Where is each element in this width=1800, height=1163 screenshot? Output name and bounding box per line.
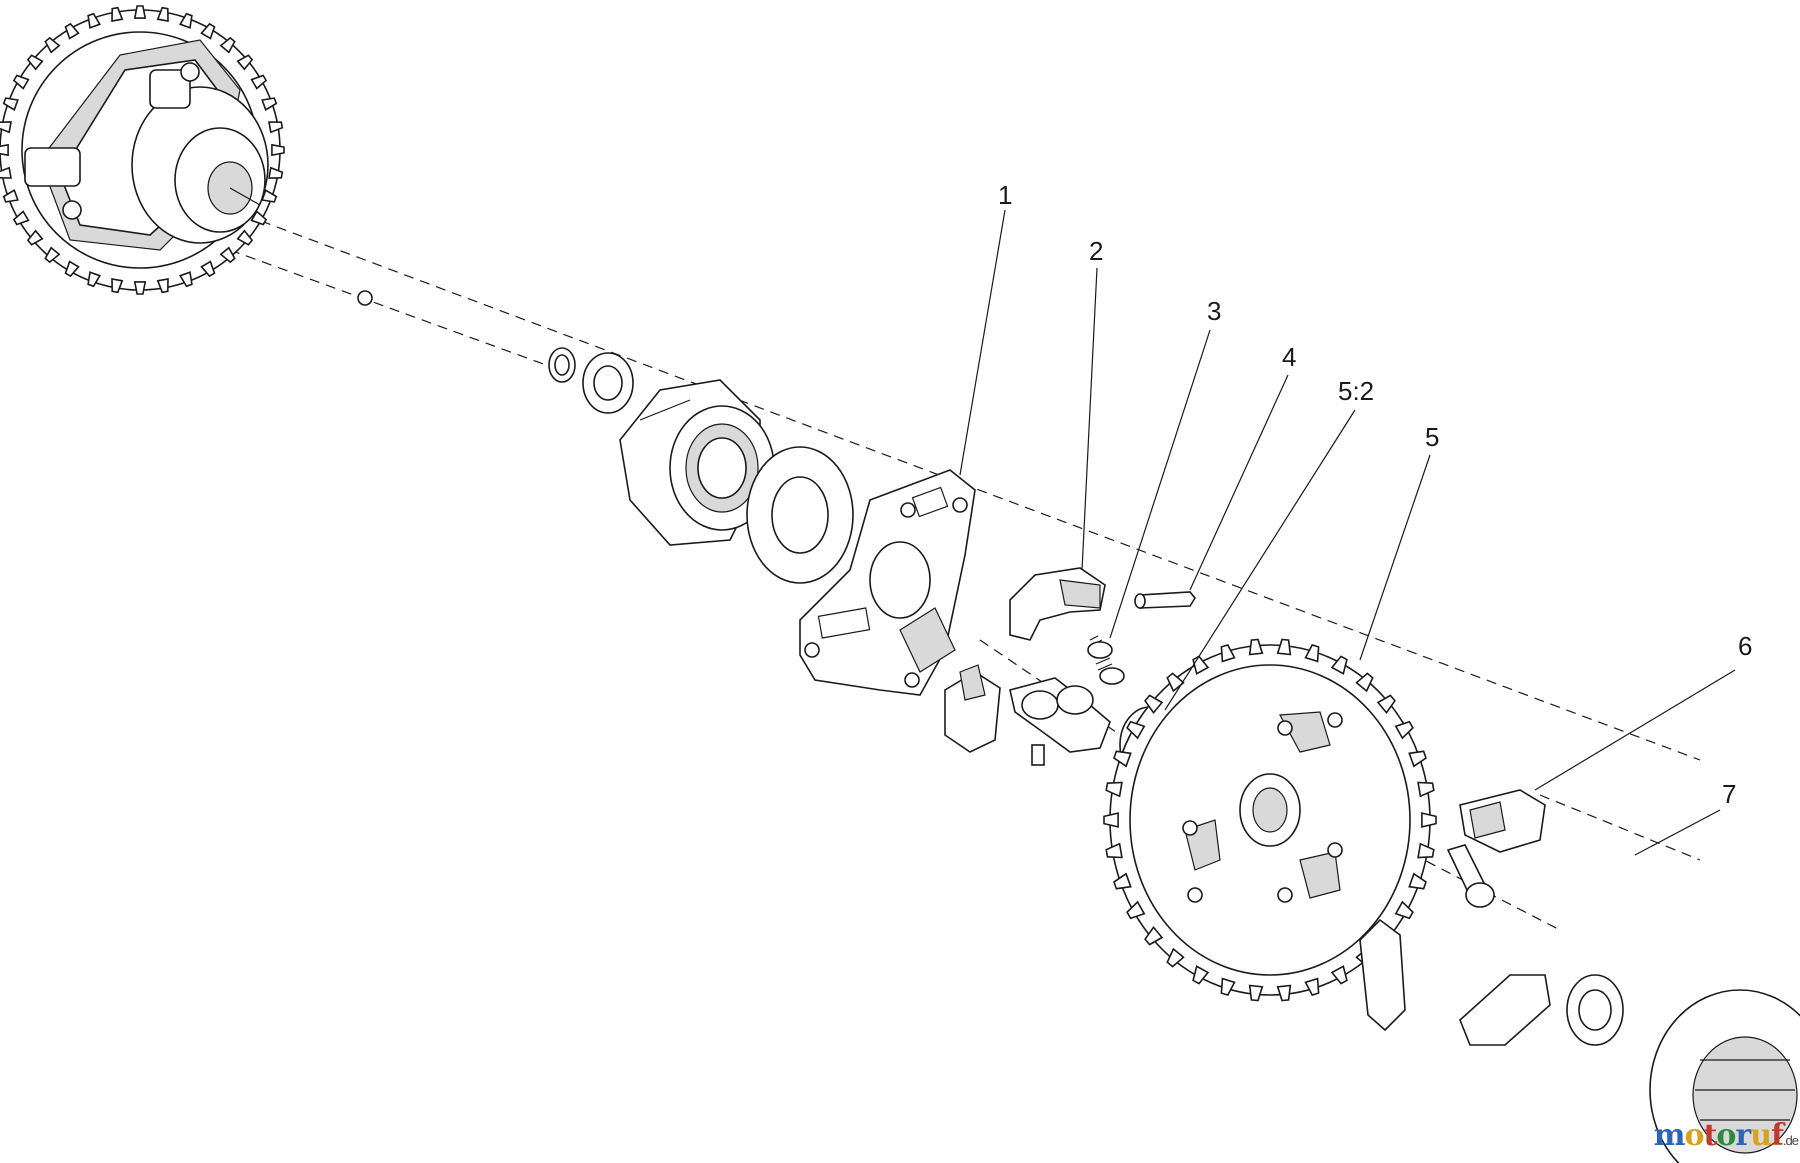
sprocket-tooth xyxy=(1355,672,1374,693)
watermark-logo: motoruf.de xyxy=(1653,1118,1799,1153)
sprocket-tooth xyxy=(268,166,284,179)
sprocket-tooth xyxy=(200,260,216,278)
callout-2: 2 xyxy=(1089,236,1103,266)
sprocket-tooth xyxy=(2,97,19,111)
sprocket-tooth xyxy=(1144,694,1164,715)
sprocket-tooth xyxy=(1330,655,1348,675)
sprocket-tooth xyxy=(44,246,61,264)
sprocket-tooth xyxy=(236,54,254,71)
sprocket-tooth xyxy=(1408,872,1427,890)
sprocket-tooth xyxy=(156,278,169,294)
sprocket-tooth xyxy=(1276,638,1292,656)
pin xyxy=(1134,591,1196,609)
sprocket-tooth xyxy=(1248,638,1264,656)
washer-small xyxy=(548,347,576,383)
callout-5: 5 xyxy=(1425,422,1439,452)
callout-5-2: 5:2 xyxy=(1338,376,1374,406)
sprocket-tooth xyxy=(1330,965,1348,985)
sprocket-tooth xyxy=(1144,925,1164,946)
sprocket-tooth xyxy=(0,121,12,134)
sprocket-tooth xyxy=(111,278,124,294)
callout-1: 1 xyxy=(998,180,1012,210)
sprocket-tooth xyxy=(268,121,284,134)
sprocket-tooth xyxy=(0,166,12,179)
callout-6: 6 xyxy=(1738,631,1752,661)
sprocket-tooth xyxy=(236,229,254,246)
sprocket-tooth xyxy=(1126,900,1146,920)
sprocket-tooth xyxy=(1105,842,1123,859)
segment-block-left xyxy=(1359,918,1406,1032)
sprocket-tooth xyxy=(1276,984,1292,1002)
sprocket-tooth xyxy=(1417,781,1435,798)
sprocket-tooth xyxy=(156,6,169,22)
sprocket-tooth xyxy=(0,143,9,157)
watermark-brand: motoruf xyxy=(1653,1118,1784,1153)
sprocket-tooth xyxy=(87,271,101,288)
sprocket-tooth xyxy=(1105,781,1123,798)
sprocket-tooth xyxy=(1220,977,1236,996)
sprocket-tooth xyxy=(26,229,44,246)
sprocket-tooth xyxy=(1417,842,1435,859)
sprocket-tooth xyxy=(2,189,19,203)
sprocket-tooth xyxy=(1421,812,1437,828)
sprocket-tooth xyxy=(12,74,30,90)
sprocket-tooth xyxy=(250,210,268,226)
pawl xyxy=(1009,567,1106,641)
bolt xyxy=(1446,844,1495,908)
sprocket-tooth xyxy=(1304,977,1320,996)
sprocket-tooth xyxy=(64,260,80,278)
washer-lower xyxy=(1566,974,1624,1046)
sprocket-tooth xyxy=(1220,644,1236,663)
watermark-tld: .de xyxy=(1782,1133,1799,1148)
mounting-plate xyxy=(799,469,976,696)
leader-lines xyxy=(959,209,1736,856)
sprocket-tooth xyxy=(1394,900,1414,920)
sprocket-tooth xyxy=(133,281,147,295)
sprocket-tooth xyxy=(219,36,236,54)
sprocket-tooth xyxy=(1166,947,1185,968)
sprocket-tooth xyxy=(200,22,216,40)
sprocket-tooth xyxy=(1408,750,1427,768)
callout-labels: 1 2 3 4 5:2 5 6 7 xyxy=(998,180,1752,809)
sprocket-tooth xyxy=(261,97,278,111)
callout-7: 7 xyxy=(1722,779,1736,809)
sprocket-tooth xyxy=(271,143,285,157)
sprocket-tooth xyxy=(1126,720,1146,740)
sprocket-tooth xyxy=(111,6,124,22)
sprocket-tooth xyxy=(1192,965,1210,985)
washer-medium xyxy=(582,352,634,414)
sprocket-tooth xyxy=(133,5,147,19)
sprocket-tooth xyxy=(87,12,101,29)
sprocket-tooth xyxy=(64,22,80,40)
sprocket-tooth xyxy=(179,271,193,288)
driven-sprocket xyxy=(1103,638,1437,1002)
drive-sprocket-assembly xyxy=(0,5,373,306)
sprocket-tooth xyxy=(44,36,61,54)
sprocket-tooth xyxy=(1113,750,1132,768)
sprocket-tooth xyxy=(1103,812,1119,828)
sprocket-tooth xyxy=(250,74,268,90)
washer-large xyxy=(746,446,854,584)
pawl-lower-assembly xyxy=(944,664,1111,766)
callout-3: 3 xyxy=(1207,296,1221,326)
sprocket-tooth xyxy=(219,246,236,264)
pinion-gear xyxy=(1649,989,1800,1163)
callout-4: 4 xyxy=(1282,342,1296,372)
retainer-block xyxy=(1459,789,1546,853)
segment-block-right xyxy=(1459,974,1551,1046)
sprocket-tooth xyxy=(26,54,44,71)
sprocket-tooth xyxy=(1394,720,1414,740)
sprocket-tooth xyxy=(1113,872,1132,890)
sprocket-tooth xyxy=(179,12,193,29)
spring-upper xyxy=(1087,635,1125,685)
sprocket-tooth xyxy=(12,210,30,226)
sprocket-tooth xyxy=(1304,644,1320,663)
sprocket-tooth xyxy=(1248,984,1264,1002)
sprocket-tooth xyxy=(1376,694,1396,715)
